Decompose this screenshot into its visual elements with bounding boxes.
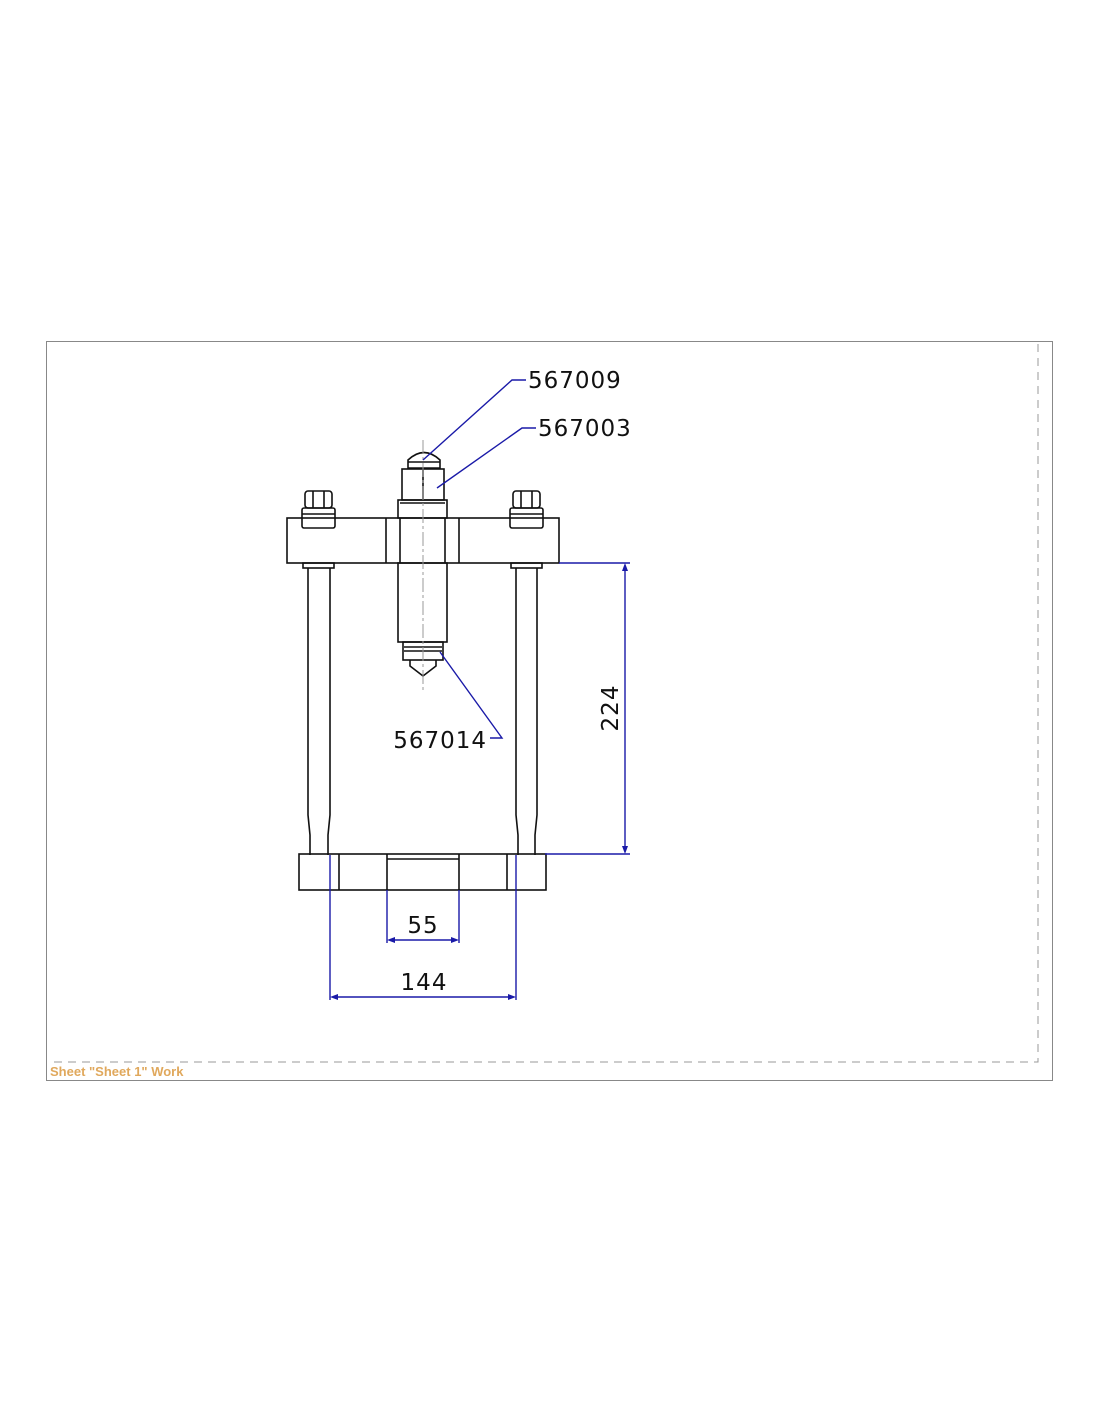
left-rod xyxy=(307,568,331,855)
left-rod-washer xyxy=(302,562,335,569)
bottom-plate xyxy=(298,853,547,891)
callout-567014: 567014 xyxy=(393,728,487,754)
callout-567003: 567003 xyxy=(538,416,632,442)
dimension-rod-spacing: 144 xyxy=(401,970,448,996)
puller-assembly xyxy=(286,440,560,891)
sheet-frame xyxy=(46,341,1053,1081)
right-rod xyxy=(515,568,538,855)
dome-cap xyxy=(407,451,441,469)
dimension-bore-width: 55 xyxy=(407,913,438,939)
callout-567009: 567009 xyxy=(528,368,622,394)
left-nut xyxy=(304,490,333,509)
sheet-label: Sheet "Sheet 1" Work xyxy=(50,1064,184,1079)
dimensions: 224 55 144 xyxy=(329,562,630,1000)
print-area-boundary xyxy=(48,344,1039,1063)
right-nut xyxy=(512,490,541,509)
part-callouts: 567009 567003 567014 xyxy=(393,368,632,754)
dimension-height: 224 xyxy=(598,685,624,732)
right-rod-washer xyxy=(510,562,543,569)
